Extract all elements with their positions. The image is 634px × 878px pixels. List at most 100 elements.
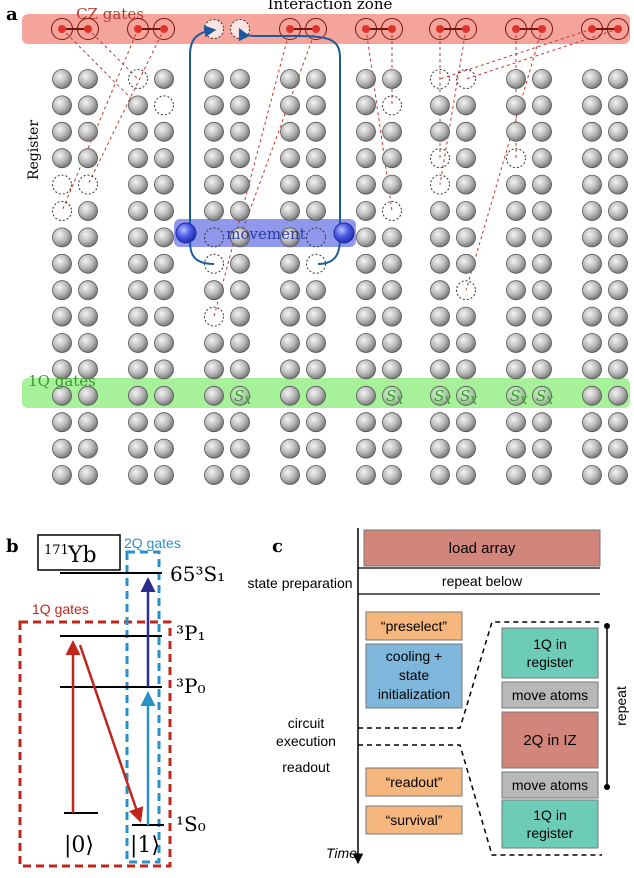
register-atom [128,148,148,169]
register-atom [280,69,300,89]
register-atom [582,385,602,406]
register-atom [382,227,402,248]
oneq-deexcitation-arrow [78,644,144,823]
register-atom [230,438,250,459]
register-atom [382,174,402,195]
register-atom [430,333,450,353]
iz-target-site [204,19,224,39]
register-atom [382,333,402,353]
oneq-gates-label: 1Q gates [28,372,96,390]
cz-site-ring [581,18,603,40]
register-atom [506,306,526,327]
cz-atom [362,25,370,33]
oneq-register-bottom-line-2: register [527,825,574,841]
register-atom [356,465,376,485]
register-atom [356,69,376,89]
assignment-line [239,28,317,238]
register-atom [430,359,450,380]
movement-arrow-right [238,27,341,265]
register-atom [532,306,552,327]
register-atom [382,359,402,380]
register-atom [456,148,476,169]
register-atom [204,201,224,221]
register-atom [456,306,476,327]
register-atom [430,306,450,327]
register-atom [52,253,72,274]
survival-box-label: “survival” [386,812,443,828]
register-atom [506,69,526,89]
panel-b-label: b [6,536,19,557]
move-atoms-2-label: move atoms [512,777,588,793]
cz-site-ring [607,18,629,40]
cz-atom [312,25,320,33]
register-atom [608,359,628,380]
cz-atom [436,25,444,33]
register-atom [78,148,98,169]
rydberg-level-label: 65³S₁ [170,562,225,586]
register-atom [154,438,174,459]
register-atom [430,465,450,485]
register-atom [306,69,326,89]
element-symbol: Yb [67,543,97,568]
register-atom [582,438,602,459]
register-atom [154,227,174,248]
cz-site-ring [531,18,553,40]
register-atom [356,95,376,116]
register-atom [532,253,552,274]
readout-box-label: “readout” [386,774,443,790]
register-atom [306,385,326,406]
register-atom [532,95,552,116]
register-atom [608,253,628,274]
move-atoms-1-box [501,681,599,709]
panel-a: a Interaction zone CZ gates Register mov… [6,0,630,485]
atom-assignment-lines [61,28,619,317]
cz-site-ring [355,18,377,40]
register-atom [128,465,148,485]
register-atom [204,359,224,380]
register-atom [204,280,224,301]
circuit-execution-line-2: execution [276,733,336,749]
register-atom [230,227,250,248]
register-atom [582,412,602,433]
register-atom [356,333,376,353]
twoq-gates-box-label: 2Q gates [124,535,181,551]
twoq-iz-label: 2Q in IZ [523,732,576,749]
register-atom [78,333,98,353]
cz-atom [462,25,470,33]
movement-band [174,219,356,247]
register-atom [506,95,526,116]
register-atom [430,227,450,248]
register-atom [154,333,174,353]
register-atom [382,438,402,459]
register-atom [204,438,224,459]
register-atom [52,148,72,169]
register-atom [78,412,98,433]
cz-atom [388,25,396,33]
register-atom [532,227,552,248]
register-atom [608,201,628,221]
register-atom [456,465,476,485]
register-atom [608,412,628,433]
register-atom [608,227,628,248]
register-atom [306,333,326,353]
register-atom [430,412,450,433]
register-atom [280,253,300,274]
register-atom [608,174,628,195]
register-atom [204,465,224,485]
register-atom [582,148,602,169]
time-label: Time [326,845,357,861]
cz-atom [58,25,66,33]
register-atom [128,174,148,195]
repeat-label: repeat [613,686,629,726]
register-atom [456,201,476,221]
register-atom [128,253,148,274]
register-atom [582,95,602,116]
register-atom [230,465,250,485]
register-atom [154,385,174,406]
cooling-line-2: state [399,667,430,683]
register-atom [204,412,224,433]
survival-box [365,805,463,835]
empty-site [382,95,402,116]
register-atom [506,201,526,221]
register-atom [582,306,602,327]
